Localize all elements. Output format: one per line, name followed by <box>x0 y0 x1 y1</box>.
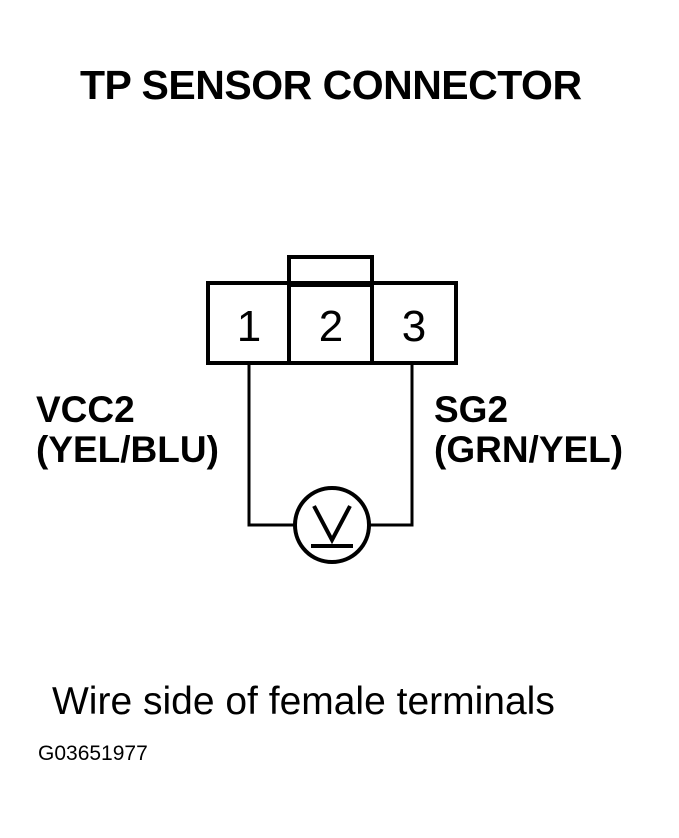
pin-label-1: 1 <box>237 302 261 351</box>
pin-label-3: 3 <box>402 302 426 351</box>
figure-code: G03651977 <box>38 742 148 765</box>
wire-color-sg2: (GRN/YEL) <box>434 429 624 470</box>
diagram-title: TP SENSOR CONNECTOR <box>80 62 582 108</box>
wire-vcc2 <box>247 363 295 527</box>
diagram-caption: Wire side of female terminals <box>52 680 555 723</box>
wire-sg2 <box>370 363 414 527</box>
wire-color-vcc2: (YEL/BLU) <box>36 429 219 470</box>
wire-name-vcc2: VCC2 <box>36 389 135 430</box>
connector-lock-tab <box>287 255 374 287</box>
wire-name-sg2: SG2 <box>434 389 509 430</box>
wire-label-vcc2: VCC2 (YEL/BLU) <box>36 390 219 470</box>
wire-label-sg2: SG2 (GRN/YEL) <box>434 390 623 470</box>
pin-label-2: 2 <box>319 302 343 351</box>
voltmeter-icon <box>293 486 371 564</box>
